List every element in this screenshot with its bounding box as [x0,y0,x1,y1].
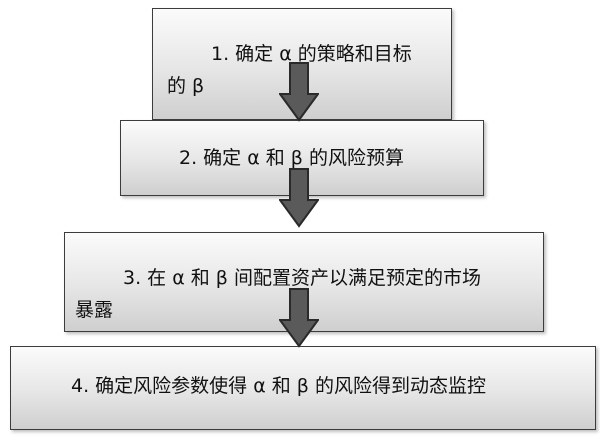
step-1-line-1: 1. 确定 α 的策略和目标 [211,43,412,65]
step-2-line-1: 2. 确定 α 和 β 的风险预算 [179,147,404,169]
step-3-line-2: 暴露 [75,299,114,321]
down-arrow-icon [279,62,319,122]
step-3-line-1: 3. 在 α 和 β 间配置资产以满足预定的市场 [123,267,481,289]
down-arrow-icon [279,168,319,228]
step-4-line-1: 4. 确定风险参数使得 α 和 β 的风险得到动态监控 [71,375,486,397]
step-4-box: 4. 确定风险参数使得 α 和 β 的风险得到动态监控 [10,346,596,430]
down-arrow-icon [279,288,319,348]
step-1-line-2: 的 β [167,75,205,97]
step-2-box: 2. 确定 α 和 β 的风险预算 [120,120,484,196]
